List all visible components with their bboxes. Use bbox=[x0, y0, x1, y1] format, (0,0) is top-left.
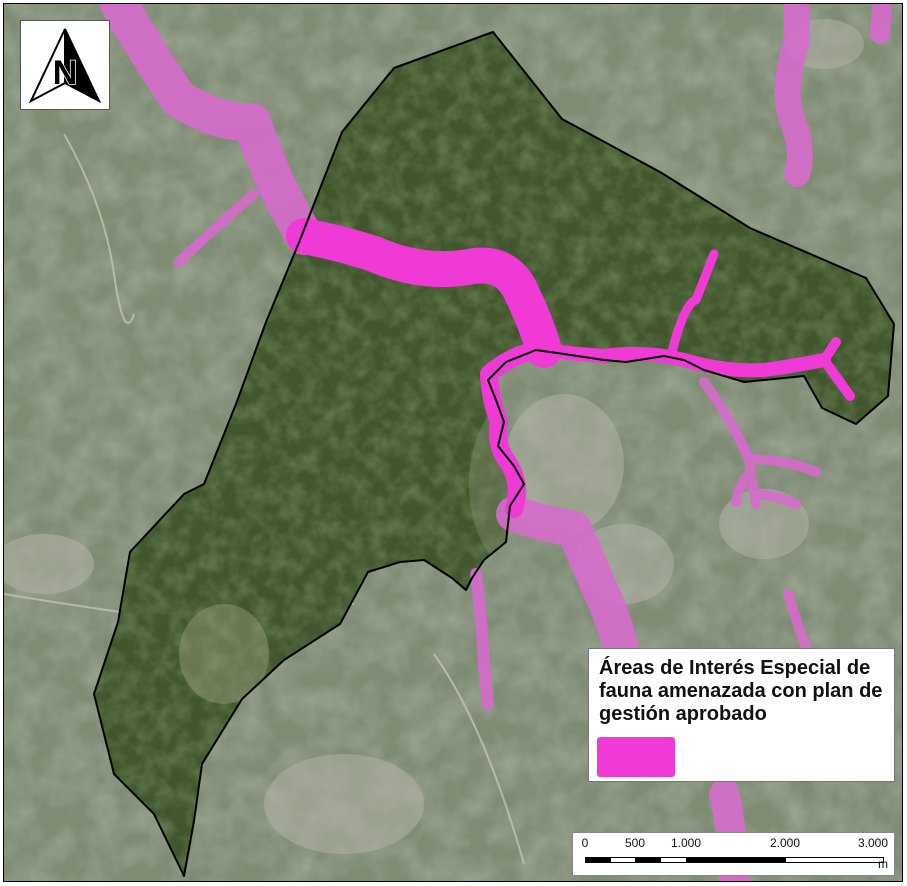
scale-tick-500: 500 bbox=[624, 836, 646, 850]
scale-tick-0: 0 bbox=[581, 836, 589, 850]
scale-tick-3000: 3.000 bbox=[857, 836, 889, 850]
legend-title: Áreas de Interés Especial de fauna amena… bbox=[599, 657, 883, 725]
scale-segment bbox=[635, 857, 661, 863]
north-label: N bbox=[53, 54, 78, 92]
scale-tick-1000: 1.000 bbox=[670, 836, 702, 850]
protected-area-boundary bbox=[93, 31, 895, 877]
zone-corridors-muted bbox=[100, 4, 892, 881]
north-arrow: N bbox=[20, 20, 110, 110]
map-frame[interactable]: N Áreas de Interés Especial de fauna ame… bbox=[3, 3, 903, 882]
scale-segment bbox=[660, 857, 687, 863]
scale-segment bbox=[785, 857, 884, 863]
north-arrow-icon: N bbox=[28, 28, 102, 104]
scale-segment bbox=[585, 857, 611, 863]
map-legend: Áreas de Interés Especial de fauna amena… bbox=[588, 648, 895, 782]
scale-tick-2000: 2.000 bbox=[769, 836, 801, 850]
scale-bar: 0 500 1.000 2.000 3.000 m bbox=[572, 832, 895, 876]
scale-segment bbox=[686, 857, 786, 863]
legend-swatch bbox=[597, 737, 675, 777]
scale-segment bbox=[610, 857, 636, 863]
scale-unit: m bbox=[878, 857, 888, 871]
